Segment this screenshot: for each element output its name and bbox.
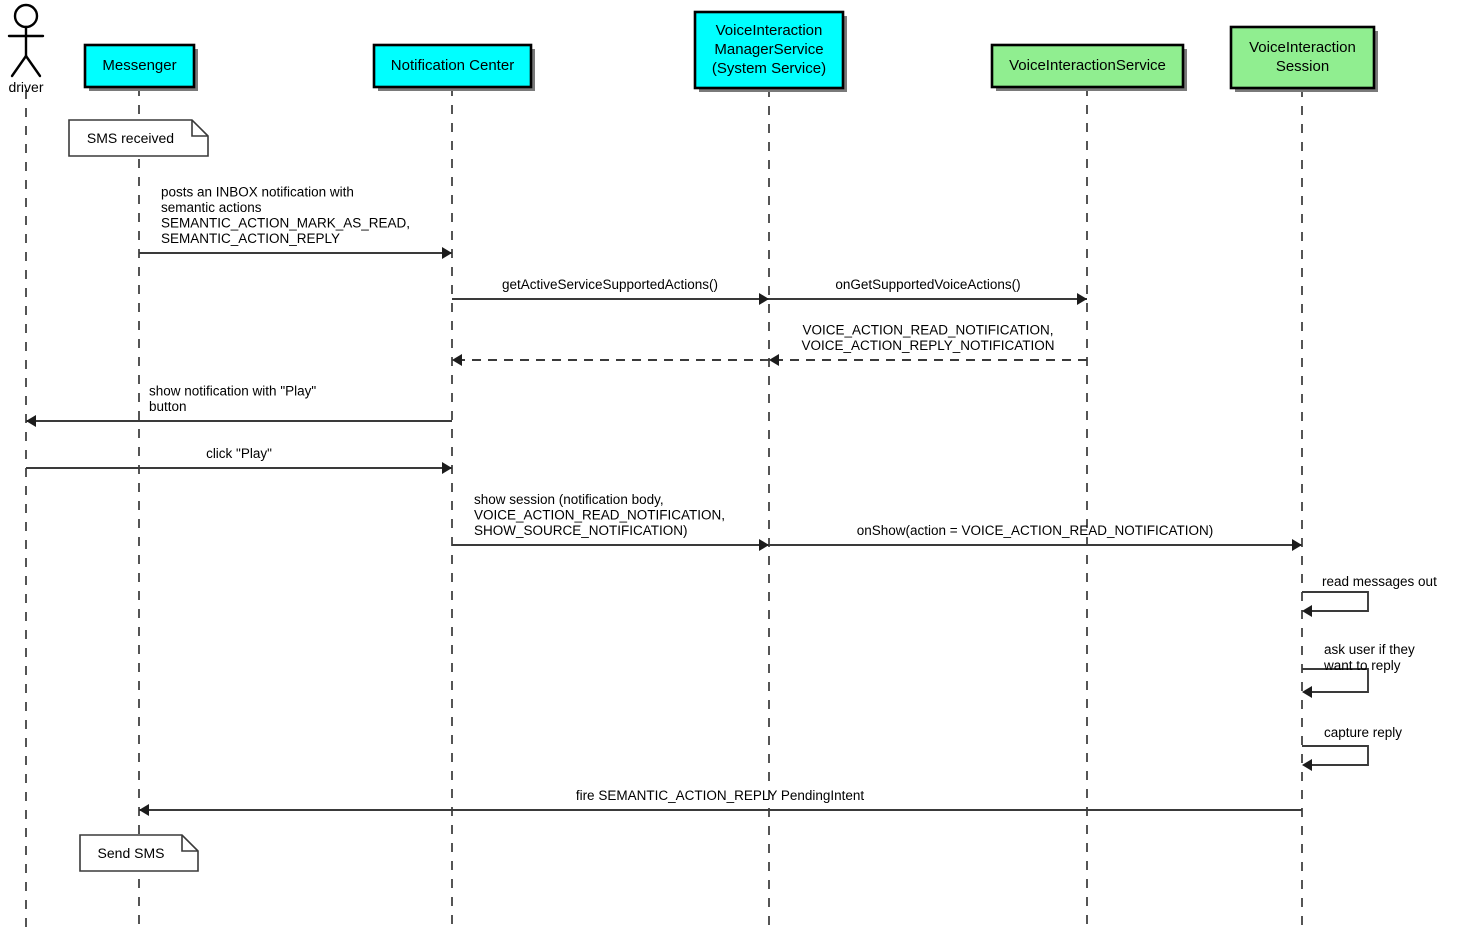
note-send-sms-label: Send SMS [98, 845, 165, 861]
message-msg-post-inbox-notification[interactable]: posts an INBOX notification withsemantic… [139, 185, 452, 260]
message-label-msg-show-session: VOICE_ACTION_READ_NOTIFICATION, [474, 508, 725, 523]
participant-box-messenger[interactable]: Messenger [83, 43, 198, 91]
message-label-msg-fire-semantic-action-reply-pending-intent: fire SEMANTIC_ACTION_REPLY PendingIntent [576, 788, 865, 803]
message-label-msg-post-inbox-notification: semantic actions [161, 200, 262, 215]
participant-label-notification-center: Notification Center [391, 57, 514, 74]
message-label-msg-return-voice-actions: VOICE_ACTION_READ_NOTIFICATION, [802, 323, 1053, 338]
participant-label-voice-interaction-session: VoiceInteraction [1249, 39, 1356, 56]
self-message-self-read-messages-out[interactable]: read messages out [1302, 574, 1437, 617]
participant-box-voice-interaction-service[interactable]: VoiceInteractionService [990, 43, 1187, 91]
participant-boxes-layer: Messenger Notification Center VoiceInterac… [83, 10, 1378, 92]
message-msg-return-voice-actions[interactable]: VOICE_ACTION_READ_NOTIFICATION,VOICE_ACT… [769, 323, 1087, 367]
message-label-msg-show-notification-with-play-button: button [149, 399, 187, 414]
message-label-msg-post-inbox-notification: SEMANTIC_ACTION_REPLY [161, 231, 340, 246]
lifelines-layer [25, 87, 1303, 929]
actor-layer: driver [7, 3, 45, 95]
message-label-msg-get-active-service-supported-actions: getActiveServiceSupportedActions() [502, 277, 718, 292]
participant-label-voice-interaction-session: Session [1276, 58, 1329, 75]
message-label-msg-on-get-supported-voice-actions: onGetSupportedVoiceActions() [835, 277, 1020, 292]
self-message-label-self-read-messages-out: read messages out [1322, 574, 1437, 589]
message-label-msg-show-session: show session (notification body, [474, 492, 664, 507]
participant-label-voice-interaction-manager-service: VoiceInteraction [716, 22, 823, 39]
message-label-msg-return-voice-actions: VOICE_ACTION_REPLY_NOTIFICATION [801, 338, 1054, 353]
message-label-msg-post-inbox-notification: posts an INBOX notification with [161, 185, 354, 200]
participant-box-notification-center[interactable]: Notification Center [372, 43, 535, 91]
note-sms-received[interactable]: SMS received [68, 119, 209, 157]
actor-driver[interactable]: driver [7, 3, 45, 95]
message-msg-show-session[interactable]: show session (notification body,VOICE_AC… [452, 492, 769, 551]
self-message-label-self-ask-user-if-they-want-to-reply: ask user if they [1324, 642, 1415, 657]
message-msg-on-show[interactable]: onShow(action = VOICE_ACTION_READ_NOTIFI… [769, 523, 1302, 551]
participant-label-voice-interaction-service: VoiceInteractionService [1009, 57, 1166, 74]
message-msg-fire-semantic-action-reply-pending-intent[interactable]: fire SEMANTIC_ACTION_REPLY PendingIntent [139, 788, 1302, 816]
message-label-msg-show-notification-with-play-button: show notification with "Play" [149, 384, 316, 399]
message-msg-return-voice-actions-to-notification-center[interactable] [452, 354, 769, 366]
participant-label-voice-interaction-manager-service: ManagerService [714, 41, 823, 58]
note-sms-received-label: SMS received [87, 130, 174, 146]
self-message-self-capture-reply[interactable]: capture reply [1302, 725, 1402, 771]
message-msg-click-play[interactable]: click "Play" [26, 446, 452, 474]
message-label-msg-show-session: SHOW_SOURCE_NOTIFICATION) [474, 523, 688, 538]
message-label-msg-click-play: click "Play" [206, 446, 272, 461]
message-msg-show-notification-with-play-button[interactable]: show notification with "Play"button [26, 384, 452, 428]
actor-label-driver: driver [8, 79, 43, 95]
message-label-msg-on-show: onShow(action = VOICE_ACTION_READ_NOTIFI… [857, 523, 1213, 538]
message-msg-get-active-service-supported-actions[interactable]: getActiveServiceSupportedActions() [452, 277, 769, 305]
participant-label-voice-interaction-manager-service: (System Service) [712, 60, 826, 77]
message-label-msg-post-inbox-notification: SEMANTIC_ACTION_MARK_AS_READ, [161, 216, 410, 231]
self-message-label-self-ask-user-if-they-want-to-reply: want to reply [1323, 658, 1401, 673]
messages-layer: posts an INBOX notification withsemantic… [26, 185, 1302, 816]
note-send-sms[interactable]: Send SMS [79, 834, 199, 872]
message-msg-on-get-supported-voice-actions[interactable]: onGetSupportedVoiceActions() [769, 277, 1087, 305]
self-message-label-self-capture-reply: capture reply [1324, 725, 1402, 740]
participant-label-messenger: Messenger [102, 57, 176, 74]
